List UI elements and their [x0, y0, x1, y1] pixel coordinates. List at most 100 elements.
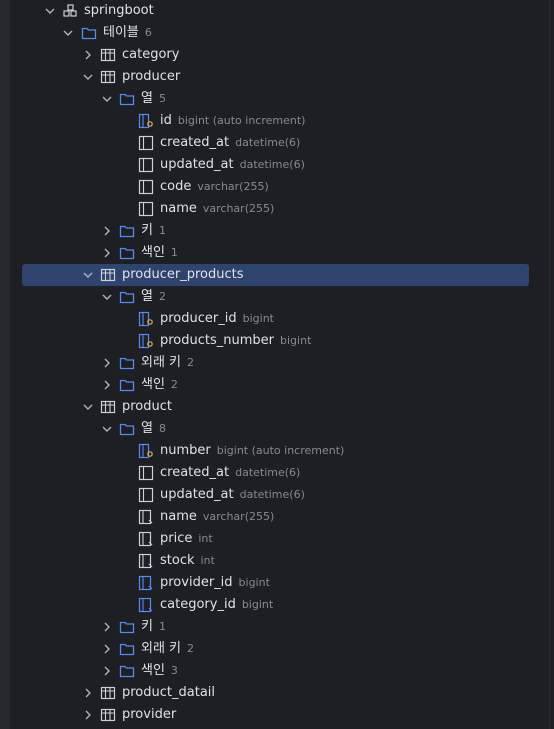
folder-icon — [81, 22, 97, 44]
foreign-key-column-icon — [138, 572, 154, 594]
node-count: 2 — [187, 642, 195, 655]
chevron-right-icon[interactable] — [82, 704, 94, 726]
column-type: bigint — [238, 576, 270, 589]
column-name: id — [160, 113, 172, 128]
node-label: 색인 — [141, 663, 165, 678]
chevron-right-icon[interactable] — [82, 682, 94, 704]
chevron-down-icon[interactable] — [44, 0, 56, 22]
chevron-down-icon[interactable] — [82, 396, 94, 418]
column-name: name — [160, 509, 197, 524]
column-name: category_id — [160, 597, 236, 612]
tree-node-table-producer-products[interactable]: producer_products — [0, 264, 554, 286]
folder-icon — [119, 418, 135, 440]
node-label: 키 — [141, 223, 153, 238]
node-label: producer — [122, 69, 181, 84]
chevron-right-icon[interactable] — [101, 374, 113, 396]
tree-node-springboot[interactable]: springboot — [0, 0, 554, 22]
node-count: 2 — [170, 378, 178, 391]
node-label: 테이블 — [103, 25, 139, 40]
tree-node-column[interactable]: updated_at datetime(6) — [0, 154, 554, 176]
chevron-down-icon[interactable] — [62, 22, 74, 44]
table-icon — [100, 44, 116, 66]
column-type: varchar(255) — [202, 510, 275, 523]
node-label: 열 — [141, 91, 153, 106]
column-name: updated_at — [160, 157, 234, 172]
column-name: producer_id — [160, 311, 237, 326]
tree-node-column[interactable]: producer_id bigint — [0, 308, 554, 330]
node-count: 2 — [187, 356, 195, 369]
chevron-down-icon[interactable] — [101, 418, 113, 440]
folder-icon — [119, 374, 135, 396]
column-type: datetime(6) — [239, 488, 305, 501]
chevron-right-icon[interactable] — [101, 638, 113, 660]
tree-node-table-provider[interactable]: provider — [0, 704, 554, 726]
column-name: updated_at — [160, 487, 234, 502]
left-gutter — [0, 0, 10, 729]
chevron-right-icon[interactable] — [82, 44, 94, 66]
chevron-right-icon[interactable] — [101, 616, 113, 638]
foreign-key-column-icon — [138, 330, 154, 352]
folder-icon — [119, 352, 135, 374]
column-icon — [138, 176, 154, 198]
tree-node-table-product-datail[interactable]: product_datail — [0, 682, 554, 704]
scrollbar[interactable] — [549, 0, 554, 729]
node-count: 1 — [158, 224, 166, 237]
chevron-right-icon[interactable] — [101, 352, 113, 374]
chevron-right-icon[interactable] — [101, 242, 113, 264]
column-icon — [138, 484, 154, 506]
node-count: 2 — [158, 290, 166, 303]
folder-icon — [119, 242, 135, 264]
node-label: 색인 — [141, 245, 165, 260]
node-label: product — [122, 399, 173, 414]
chevron-right-icon[interactable] — [101, 660, 113, 682]
node-label: 열 — [141, 421, 153, 436]
tree-node-table-product[interactable]: product — [0, 396, 554, 418]
chevron-down-icon[interactable] — [82, 66, 94, 88]
tree-node-column[interactable]: name varchar(255) — [0, 506, 554, 528]
folder-icon — [119, 660, 135, 682]
table-icon — [100, 704, 116, 726]
column-icon — [138, 132, 154, 154]
chevron-right-icon[interactable] — [101, 220, 113, 242]
tree-node-foreign-keys-folder[interactable]: 외래 키 2 — [0, 352, 554, 374]
column-type: datetime(6) — [239, 158, 305, 171]
node-label: 외래 키 — [141, 355, 182, 370]
folder-icon — [119, 616, 135, 638]
tree-node-column[interactable]: updated_at datetime(6) — [0, 484, 554, 506]
folder-icon — [119, 286, 135, 308]
chevron-down-icon[interactable] — [101, 88, 113, 110]
column-name: number — [160, 443, 211, 458]
folder-icon — [119, 638, 135, 660]
chevron-down-icon[interactable] — [82, 264, 94, 286]
primary-key-column-icon — [138, 110, 154, 132]
tree-node-table-producer[interactable]: producer — [0, 66, 554, 88]
table-icon — [100, 66, 116, 88]
node-count: 1 — [158, 620, 166, 633]
column-type: bigint — [242, 312, 274, 325]
not-null-column-icon — [138, 550, 154, 572]
chevron-down-icon[interactable] — [101, 286, 113, 308]
not-null-column-icon — [138, 506, 154, 528]
tree-node-table-category[interactable]: category — [0, 44, 554, 66]
